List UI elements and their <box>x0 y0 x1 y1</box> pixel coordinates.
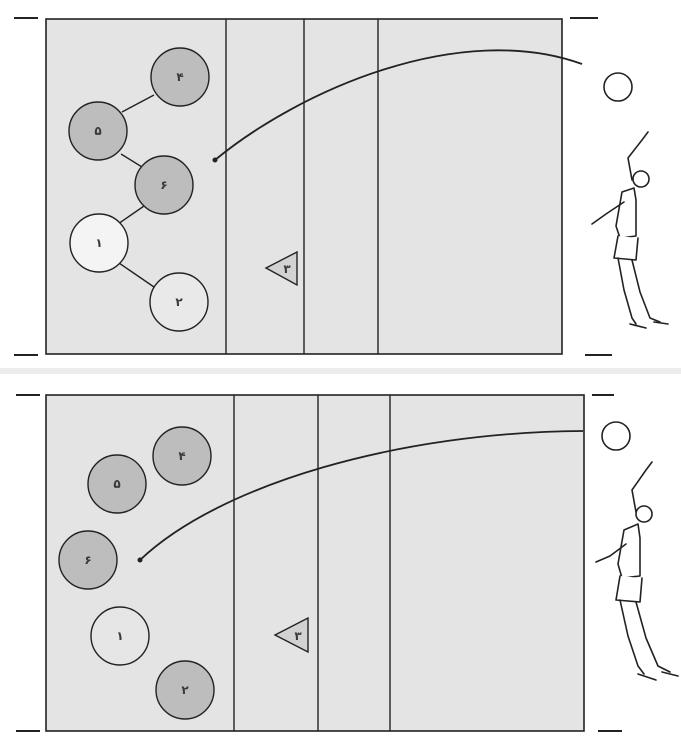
formation-link <box>118 262 155 288</box>
setter-label: ۳ <box>283 262 291 276</box>
player-5-label: ۵ <box>94 124 101 138</box>
server-leg-right <box>635 601 671 673</box>
volleyball-icon <box>601 421 631 451</box>
setter-3: ۳ <box>264 250 298 287</box>
server-torso <box>615 187 637 239</box>
server-arm-raised <box>631 461 653 513</box>
ball-landing-point <box>212 157 218 163</box>
player-1-label: ۱ <box>95 236 102 250</box>
volleyball-icon <box>603 72 633 102</box>
player-5-circle <box>87 454 147 514</box>
serve-trajectory <box>139 430 584 561</box>
player-1: ۱ <box>90 606 150 666</box>
player-5: ۵ <box>87 454 147 514</box>
player-6-label: ۶ <box>160 178 167 192</box>
server-leg-right <box>631 259 661 323</box>
player-1: ۱ <box>69 213 129 273</box>
server-shoes <box>629 321 669 329</box>
player-4-label: ۴ <box>176 70 183 84</box>
panel-divider <box>0 368 681 374</box>
player-2: ۲ <box>149 272 209 332</box>
player-2-label: ۲ <box>175 295 183 309</box>
server-arm-lower <box>595 543 627 563</box>
formation-link <box>120 153 143 168</box>
server-shorts <box>613 235 639 261</box>
server-arm-raised <box>627 131 649 181</box>
player-5-label: ۵ <box>113 477 120 491</box>
player-6-circle <box>58 530 118 590</box>
bottom-court-svg: ۴ ۵ ۶ ۱ ۲ ۳ <box>16 394 679 732</box>
server-head <box>632 170 650 188</box>
serve-trajectory <box>214 49 583 161</box>
player-2-circle <box>155 660 215 720</box>
bottom-diagram: ۴ ۵ ۶ ۱ ۲ ۳ <box>0 374 681 738</box>
player-1-circle <box>69 213 129 273</box>
player-6: ۶ <box>58 530 118 590</box>
server-head <box>635 505 653 523</box>
server-torso <box>617 523 641 579</box>
player-6-label: ۶ <box>84 553 91 567</box>
setter-triangle <box>264 250 298 287</box>
server-leg-left <box>619 599 645 675</box>
server-figure <box>591 72 669 329</box>
player-1-label: ۱ <box>116 629 123 643</box>
player-2-circle <box>149 272 209 332</box>
formation-link <box>117 205 145 225</box>
setter-triangle <box>273 616 309 654</box>
setter-label: ۳ <box>294 629 302 643</box>
player-4-circle <box>150 47 210 107</box>
setter-3: ۳ <box>273 616 309 654</box>
top-diagram: ۴ ۵ ۶ ۱ ۲ ۳ <box>0 0 681 368</box>
server-arm-lower <box>591 201 625 225</box>
player-6-circle <box>134 155 194 215</box>
player-5: ۵ <box>68 101 128 161</box>
player-4-circle <box>152 426 212 486</box>
player-4-label: ۴ <box>178 449 185 463</box>
ball-landing-point <box>137 557 143 563</box>
server-figure <box>595 421 679 681</box>
player-4: ۴ <box>150 47 210 107</box>
player-5-circle <box>68 101 128 161</box>
server-shorts <box>615 575 643 603</box>
player-4: ۴ <box>152 426 212 486</box>
player-2-label: ۲ <box>181 683 189 697</box>
formation-link <box>121 94 155 113</box>
server-leg-left <box>617 257 637 325</box>
server-shoes <box>637 671 679 681</box>
player-1-circle <box>90 606 150 666</box>
top-court-svg: ۴ ۵ ۶ ۱ ۲ ۳ <box>14 17 669 356</box>
court <box>45 394 585 732</box>
player-6: ۶ <box>134 155 194 215</box>
player-2: ۲ <box>155 660 215 720</box>
